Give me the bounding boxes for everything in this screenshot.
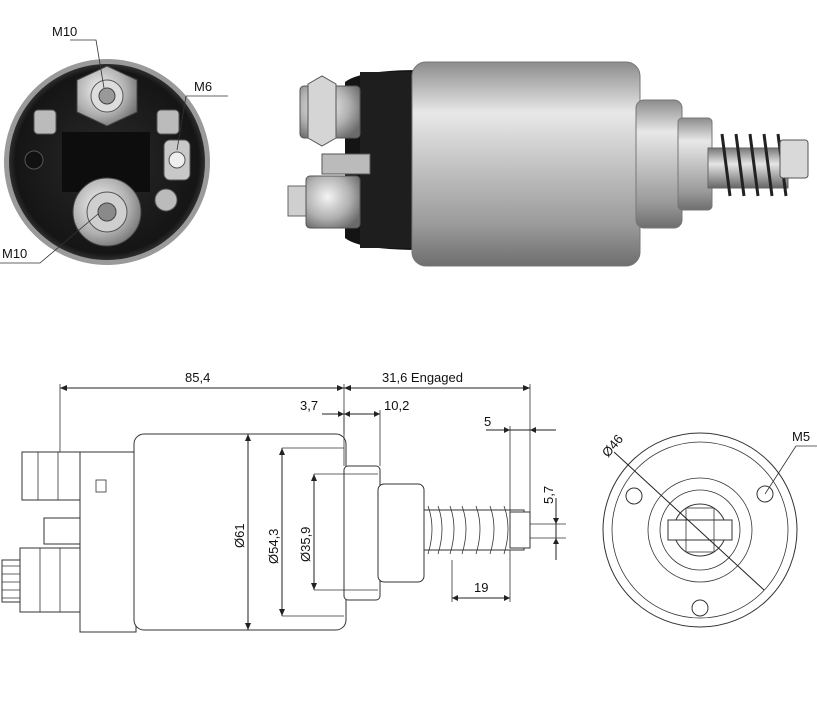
nut-small <box>321 153 371 175</box>
label-m6: M6 <box>194 79 212 94</box>
dim-dia-body: Ø61 <box>232 523 247 548</box>
nut-top <box>307 75 337 147</box>
label-m10-top: M10 <box>52 24 77 39</box>
plunger-slot <box>667 519 733 541</box>
dim-slot-width: 5,7 <box>541 486 556 504</box>
dim-engaged: 31,6 Engaged <box>382 370 463 385</box>
plunger-shaft <box>707 147 789 189</box>
leader-m10-top <box>70 39 105 89</box>
dim-flange-b: 10,2 <box>384 398 409 413</box>
stud-upper <box>21 451 81 501</box>
terminal-m6 <box>154 139 191 212</box>
terminal-block <box>62 132 150 192</box>
dim-line-bolt-circle <box>613 451 765 591</box>
tab-left <box>33 109 57 135</box>
mount-hole-left <box>625 487 643 505</box>
shaft-outline <box>423 509 525 551</box>
dim-dia-plunger: Ø35,9 <box>298 527 313 562</box>
rivet-left <box>24 150 44 170</box>
end-view-photo: M10 M6 M10 <box>0 24 228 265</box>
dim-spring-tip: 5 <box>484 414 491 429</box>
housing-block <box>79 451 137 633</box>
front-boss-circle <box>647 477 753 583</box>
dim-dia-bolt-circle: Ø46 <box>599 431 626 459</box>
stud-lower <box>19 547 83 613</box>
side-view-photo <box>287 61 809 267</box>
dim-spring-length: 19 <box>474 580 488 595</box>
leader-m10-bottom <box>0 213 99 264</box>
nose-outline <box>343 465 381 601</box>
boss-outline <box>377 483 425 583</box>
label-m10-bottom: M10 <box>2 246 27 261</box>
terminal-m10-bottom <box>72 177 142 247</box>
tip-outline <box>509 511 531 549</box>
stud-bottom <box>305 175 361 229</box>
dim-overall-length: 85,4 <box>185 370 210 385</box>
terminal-m10-top <box>76 65 138 127</box>
mount-hole-bottom <box>691 599 709 617</box>
spring-outline <box>427 505 509 555</box>
metal-barrel <box>411 61 641 267</box>
tab-right <box>156 109 180 135</box>
dim-dia-nose: Ø54,3 <box>266 529 281 564</box>
side-elevation-drawing: 85,4 31,6 Engaged 3,7 10,2 5 5,7 19 Ø61 <box>1 370 566 633</box>
plunger-boss <box>677 117 713 211</box>
leader-m6 <box>176 95 187 151</box>
plunger-tip <box>779 139 809 179</box>
front-view-drawing: Ø46 M5 <box>599 429 817 628</box>
barrel-nose <box>635 99 683 229</box>
dim-flange-a: 3,7 <box>300 398 318 413</box>
return-spring <box>720 133 788 197</box>
dim-mount-thread: M5 <box>792 429 810 444</box>
